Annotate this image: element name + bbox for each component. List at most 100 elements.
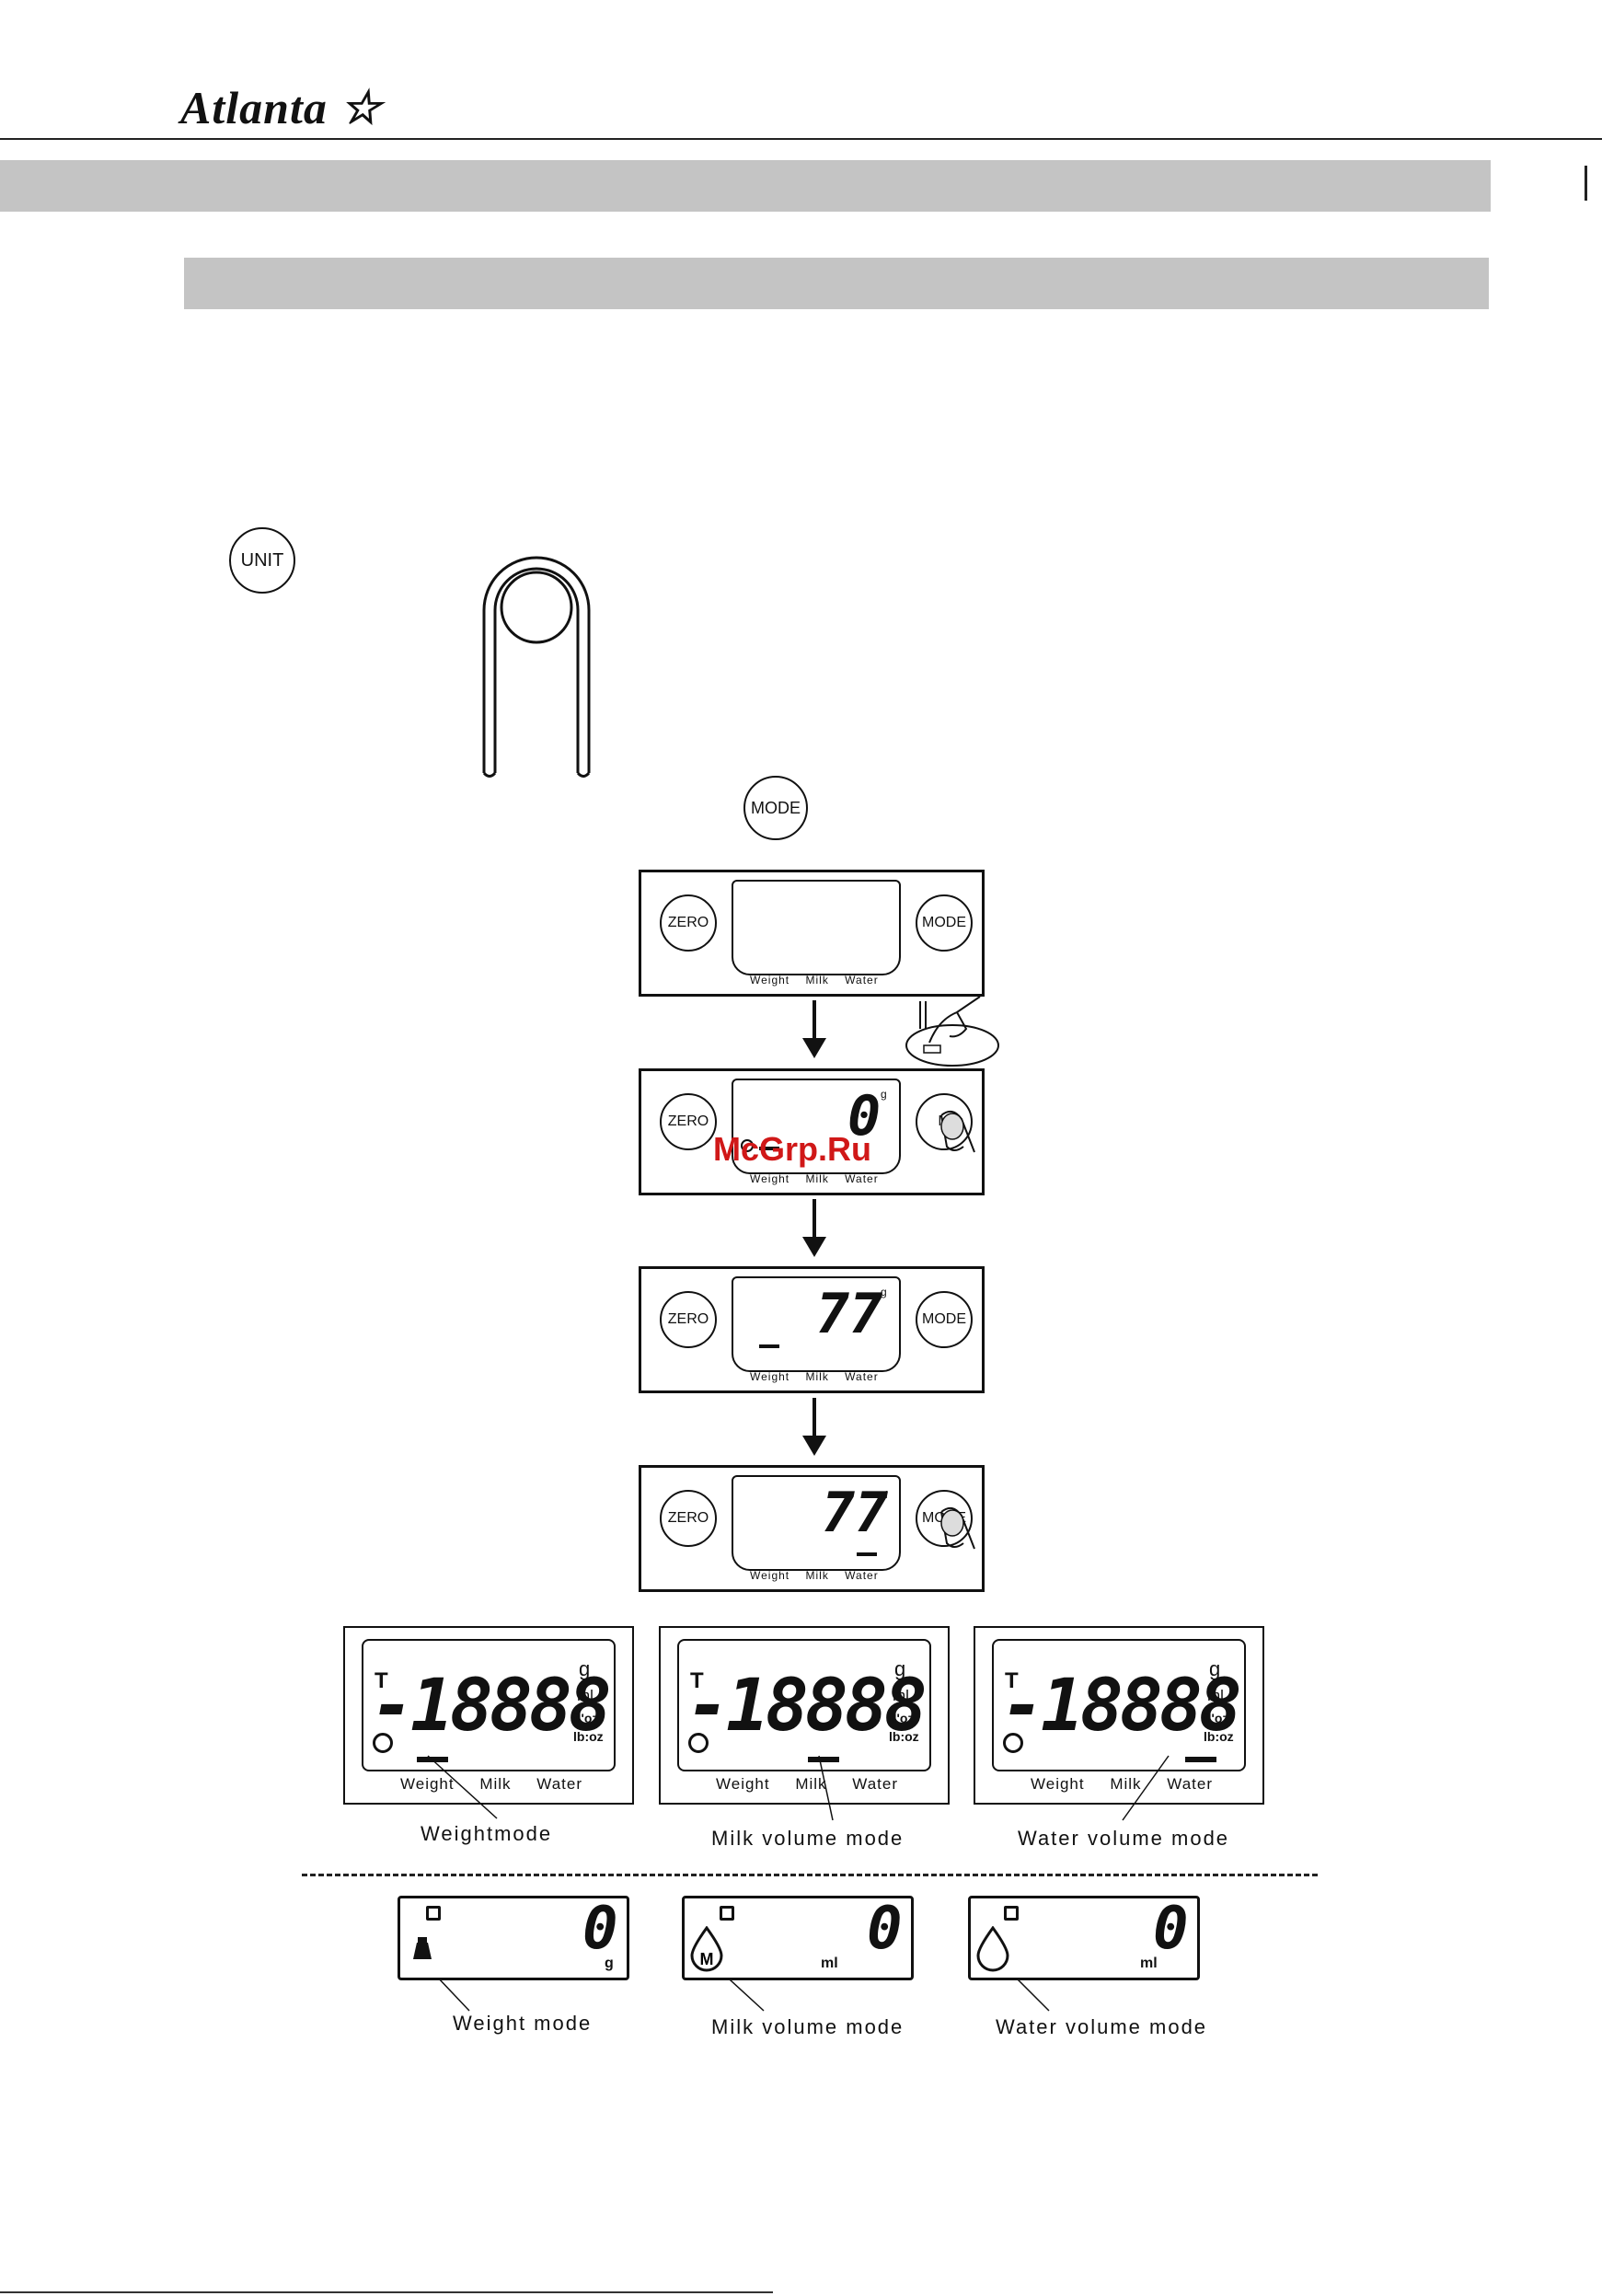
- finger-press-icon: [940, 1506, 975, 1550]
- indicator-icon: [1004, 1906, 1019, 1921]
- zero-button[interactable]: ZERO: [660, 1291, 717, 1348]
- lcd-display: T -18888 g ml fl'oz lb:oz: [362, 1639, 616, 1771]
- arrow-head-icon: [802, 1436, 826, 1456]
- scale-panel-2: ZERO 0 g M Weight Milk Water: [639, 1068, 985, 1195]
- segment-digits: -18888: [371, 1665, 612, 1748]
- caption-weight-mode: Weightmode: [421, 1822, 553, 1845]
- mode-button[interactable]: MODE: [916, 1291, 973, 1348]
- indicator-icon: [720, 1906, 734, 1921]
- tare-label: T: [1005, 1668, 1019, 1693]
- scale-panel-1: ZERO MODE Weight Milk Water: [639, 870, 985, 997]
- unit-g: g: [1209, 1657, 1221, 1680]
- unit-floz: fl'oz: [573, 1711, 599, 1725]
- brand-logo: Atlanta ☆: [180, 82, 383, 133]
- reading-value: 77: [822, 1481, 889, 1545]
- tare-label: T: [690, 1668, 704, 1693]
- full-lcd-weight: T -18888 g ml fl'oz lb:oz Weight Milk Wa…: [343, 1626, 634, 1805]
- water-drop-icon: [976, 1926, 1009, 1972]
- stand-illustration: [482, 556, 591, 778]
- mode-indicator: [857, 1552, 877, 1556]
- segment-digits: -18888: [1001, 1665, 1242, 1748]
- unit-ml: ml: [577, 1687, 594, 1704]
- arrow-head-icon: [802, 1038, 826, 1058]
- mode-labels: Weight Milk Water: [750, 1370, 879, 1383]
- lcd-display: T -18888 g ml fl'oz lb:oz: [992, 1639, 1246, 1771]
- unit-g: g: [605, 1956, 614, 1971]
- mode-indicator: [808, 1757, 839, 1762]
- tare-label: T: [375, 1668, 388, 1693]
- reading-zero: 0: [847, 1084, 882, 1148]
- weight-icon: [413, 1937, 432, 1959]
- scale-panel-4: ZERO 77 ml MODE Weight Milk Water: [639, 1465, 985, 1592]
- mode-button[interactable]: MODE: [916, 894, 973, 952]
- unit-g: g: [579, 1657, 591, 1680]
- unit-lboz: lb:oz: [889, 1729, 919, 1744]
- stable-icon: [373, 1733, 393, 1753]
- caption-water-mode: Water volume mode: [1018, 1827, 1230, 1850]
- mode-labels: Weight Milk Water: [400, 1775, 583, 1793]
- mode-indicator: [1185, 1757, 1216, 1762]
- zero-button[interactable]: ZERO: [660, 894, 717, 952]
- full-lcd-water: T -18888 g ml fl'oz lb:oz Weight Milk Wa…: [974, 1626, 1264, 1805]
- unit-ml: ml: [821, 1956, 838, 1971]
- small-lcd-milk: M 0 ml: [682, 1895, 914, 1980]
- lcd-display: [732, 880, 901, 975]
- milk-m-label: M: [700, 1950, 714, 1968]
- dashed-separator: [302, 1874, 1318, 1876]
- subsection-bar: [184, 258, 1489, 309]
- unit-lboz: lb:oz: [573, 1729, 604, 1744]
- down-arrow: [813, 1398, 816, 1440]
- mode-indicator: [759, 1344, 779, 1348]
- reading-zero: 0: [1153, 1895, 1189, 1963]
- unit-lboz: lb:oz: [1204, 1729, 1234, 1744]
- watermark: McGrp.Ru: [713, 1130, 872, 1168]
- caption-milk-mode-2: Milk volume mode: [711, 2015, 905, 2038]
- mode-labels: Weight Milk Water: [750, 1569, 879, 1582]
- tare-icon: [741, 1139, 754, 1152]
- unit-ml: ml: [1140, 1956, 1158, 1971]
- unit-ml: ml: [893, 1687, 909, 1704]
- lcd-display: T -18888 g ml fl'oz lb:oz: [677, 1639, 931, 1771]
- zero-button[interactable]: ZERO: [660, 1093, 717, 1150]
- caption-weight-mode-2: Weight mode: [453, 2012, 593, 2035]
- down-arrow: [813, 1199, 816, 1241]
- mode-labels: Weight Milk Water: [716, 1775, 899, 1793]
- stable-icon: [688, 1733, 709, 1753]
- scale-panel-3: ZERO 77 g MODE Weight Milk Water: [639, 1266, 985, 1393]
- mode-labels: Weight Milk Water: [1031, 1775, 1214, 1793]
- edge-mark: [1585, 166, 1587, 201]
- lcd-display: 0 g: [732, 1079, 901, 1174]
- reading-zero: 0: [582, 1895, 618, 1963]
- zero-button[interactable]: ZERO: [660, 1490, 717, 1547]
- unit-g: g: [881, 1286, 887, 1298]
- unit-floz: fl'oz: [889, 1711, 915, 1725]
- header-rule: [0, 138, 1602, 140]
- stable-icon: [1003, 1733, 1023, 1753]
- mode-labels: Weight Milk Water: [750, 974, 879, 986]
- mode-button[interactable]: MODE: [743, 776, 808, 840]
- milk-drop-icon: M: [690, 1926, 723, 1972]
- full-lcd-milk: T -18888 g ml fl'oz lb:oz Weight Milk Wa…: [659, 1626, 950, 1805]
- caption-water-mode-2: Water volume mode: [996, 2015, 1208, 2038]
- star-icon: ☆: [327, 82, 383, 133]
- unit-ml: ml: [877, 1490, 888, 1501]
- hand-press-icon: [905, 996, 999, 1067]
- reading-value: 77: [816, 1282, 883, 1346]
- unit-g: g: [881, 1088, 887, 1101]
- mode-indicator: [759, 1147, 779, 1150]
- section-bar: [0, 160, 1491, 212]
- caption-milk-mode: Milk volume mode: [711, 1827, 905, 1850]
- lcd-display: 77 g: [732, 1276, 901, 1372]
- segment-digits: -18888: [686, 1665, 928, 1748]
- unit-button[interactable]: UNIT: [229, 527, 295, 594]
- unit-g: g: [894, 1657, 906, 1680]
- unit-ml: ml: [1207, 1687, 1224, 1704]
- arrow-head-icon: [802, 1237, 826, 1257]
- lcd-display: 77 ml: [732, 1475, 901, 1571]
- reading-zero: 0: [867, 1895, 903, 1963]
- small-lcd-weight: 0 g: [398, 1895, 629, 1980]
- finger-press-icon: [940, 1110, 975, 1153]
- small-lcd-water: 0 ml: [968, 1895, 1200, 1980]
- down-arrow: [813, 1000, 816, 1043]
- footer-rule: [0, 2291, 773, 2293]
